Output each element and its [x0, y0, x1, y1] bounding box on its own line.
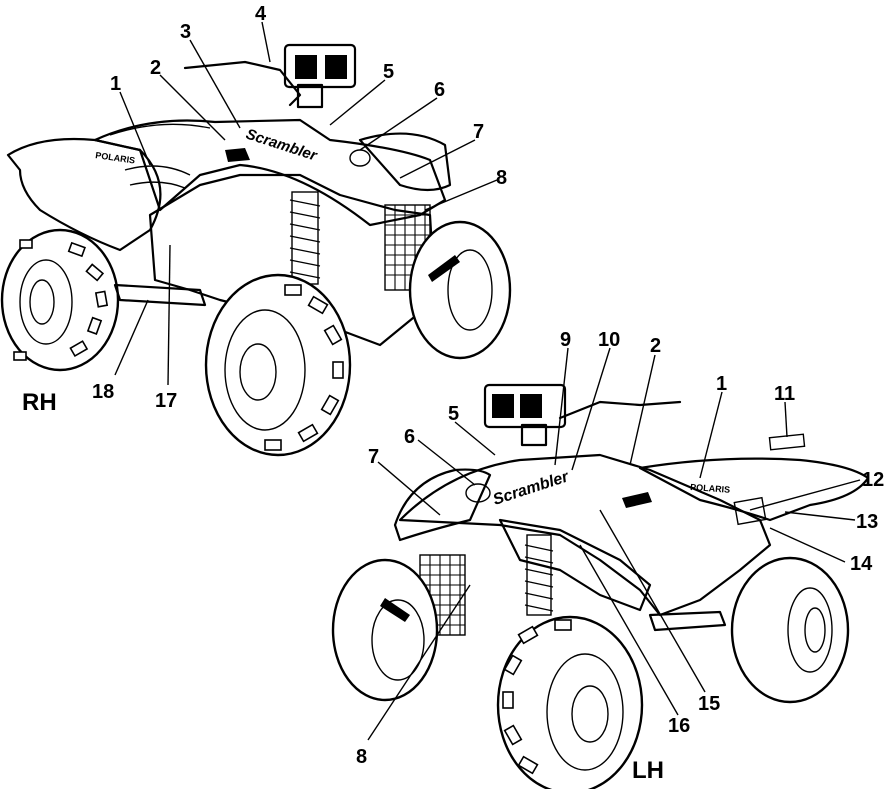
callout-lh-12: 12 [862, 469, 884, 491]
callout-lh-9: 9 [560, 329, 571, 351]
lh-callouts: 9 10 2 1 11 5 6 7 12 13 14 15 16 8 [356, 329, 884, 768]
lh-brand-decal: POLARIS [690, 482, 731, 495]
rh-shock-spring [289, 191, 321, 285]
view-label-rh: RH [22, 389, 57, 416]
rh-model-decal: Scrambler [244, 126, 320, 165]
callout-lh-16: 16 [668, 715, 690, 737]
view-label-lh: LH [632, 757, 664, 784]
callout-rh-3: 3 [180, 21, 191, 43]
lh-leader-lines [367, 347, 861, 741]
callout-rh-5: 5 [383, 61, 394, 83]
callout-lh-5: 5 [448, 403, 459, 425]
rh-callouts: 1 2 3 4 5 6 7 8 18 17 [92, 3, 507, 412]
lh-model-decal: Scrambler [491, 468, 571, 509]
callout-rh-1: 1 [110, 73, 121, 95]
callout-rh-7: 7 [473, 121, 484, 143]
callout-lh-8: 8 [356, 746, 367, 768]
callout-lh-6: 6 [404, 426, 415, 448]
rh-leader-lines [114, 21, 498, 386]
callout-lh-2: 2 [650, 335, 661, 357]
callout-rh-2: 2 [150, 57, 161, 79]
callout-rh-18: 18 [92, 381, 114, 403]
callout-lh-15: 15 [698, 693, 720, 715]
callout-lh-13: 13 [856, 511, 878, 533]
callout-lh-10: 10 [598, 329, 620, 351]
callout-lh-14: 14 [850, 553, 873, 575]
lh-front-tread [502, 619, 572, 775]
rh-atv-drawing: POLARIS Scrambler [0, 43, 512, 457]
lh-atv-drawing: POLARIS Scrambler [331, 383, 870, 789]
callout-rh-4: 4 [255, 3, 267, 25]
callout-lh-1: 1 [716, 373, 727, 395]
rh-rear-tread [13, 239, 109, 361]
callout-rh-8: 8 [496, 167, 507, 189]
callout-lh-7: 7 [368, 446, 379, 468]
callout-lh-11: 11 [774, 383, 795, 405]
rh-brand-decal: POLARIS [95, 150, 136, 165]
rh-front-tread [264, 284, 344, 451]
lh-shock-spring [524, 534, 554, 616]
callout-rh-17: 17 [155, 390, 177, 412]
callout-rh-6: 6 [434, 79, 445, 101]
